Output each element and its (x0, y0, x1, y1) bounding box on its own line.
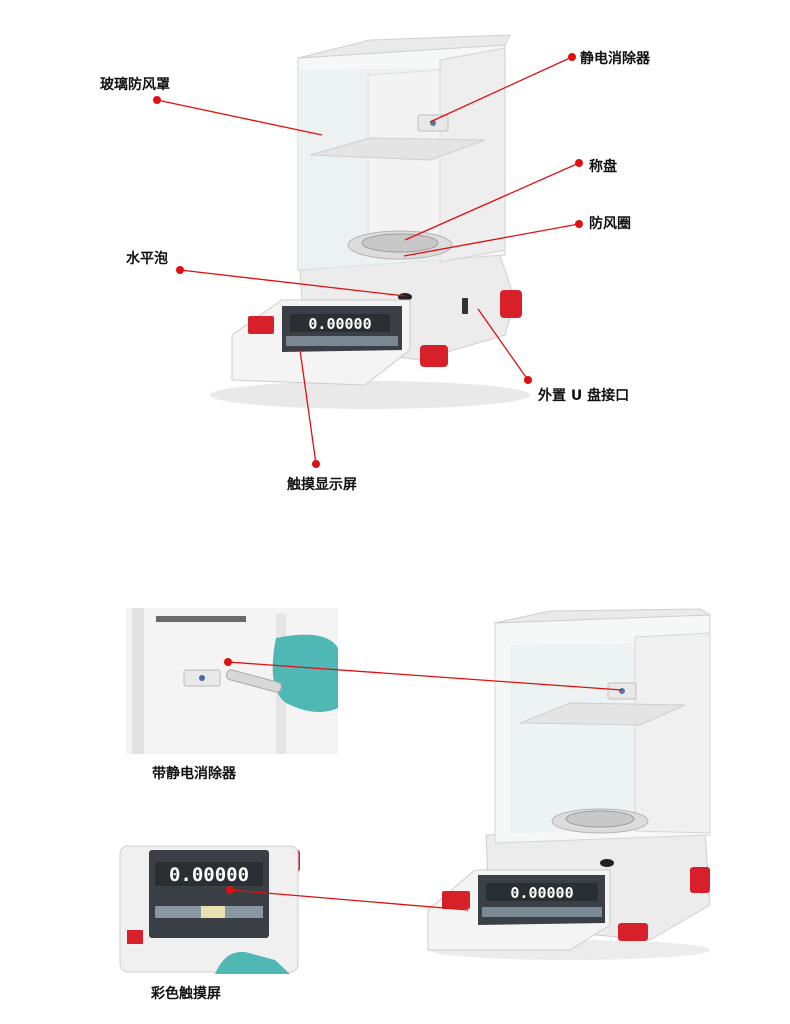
dot-level-bubble (176, 266, 184, 274)
label-touch-display: 触摸显示屏 (287, 477, 357, 493)
label-weighing-pan: 称盘 (589, 159, 617, 175)
bottom-display-reading: 0.00000 (510, 884, 573, 902)
dot-usb-port (524, 376, 532, 384)
label-color-touchscreen: 彩色触摸屏 (151, 986, 221, 1002)
dot-glass-shield (153, 96, 161, 104)
dot-with-static-eliminator (224, 658, 232, 666)
color-touchscreen-photo: 0.00000 (115, 840, 303, 974)
bottom-balance-illustration: 0.00000 (427, 608, 712, 960)
label-usb-port: 外置 U 盘接口 (538, 388, 630, 404)
dot-static-eliminator (568, 53, 576, 61)
label-level-bubble: 水平泡 (126, 251, 168, 267)
static-eliminator-photo (126, 608, 338, 754)
inset-display-reading: 0.00000 (169, 864, 249, 886)
label-with-static-eliminator: 带静电消除器 (152, 766, 236, 782)
dot-draft-ring (575, 220, 583, 228)
label-glass-shield: 玻璃防风罩 (100, 77, 170, 93)
dot-touch-display (312, 460, 320, 468)
dot-weighing-pan (575, 159, 583, 167)
top-display-reading: 0.00000 (308, 315, 371, 333)
dot-color-touchscreen (226, 886, 234, 894)
label-static-eliminator: 静电消除器 (580, 51, 650, 67)
label-draft-ring: 防风圈 (589, 216, 631, 232)
